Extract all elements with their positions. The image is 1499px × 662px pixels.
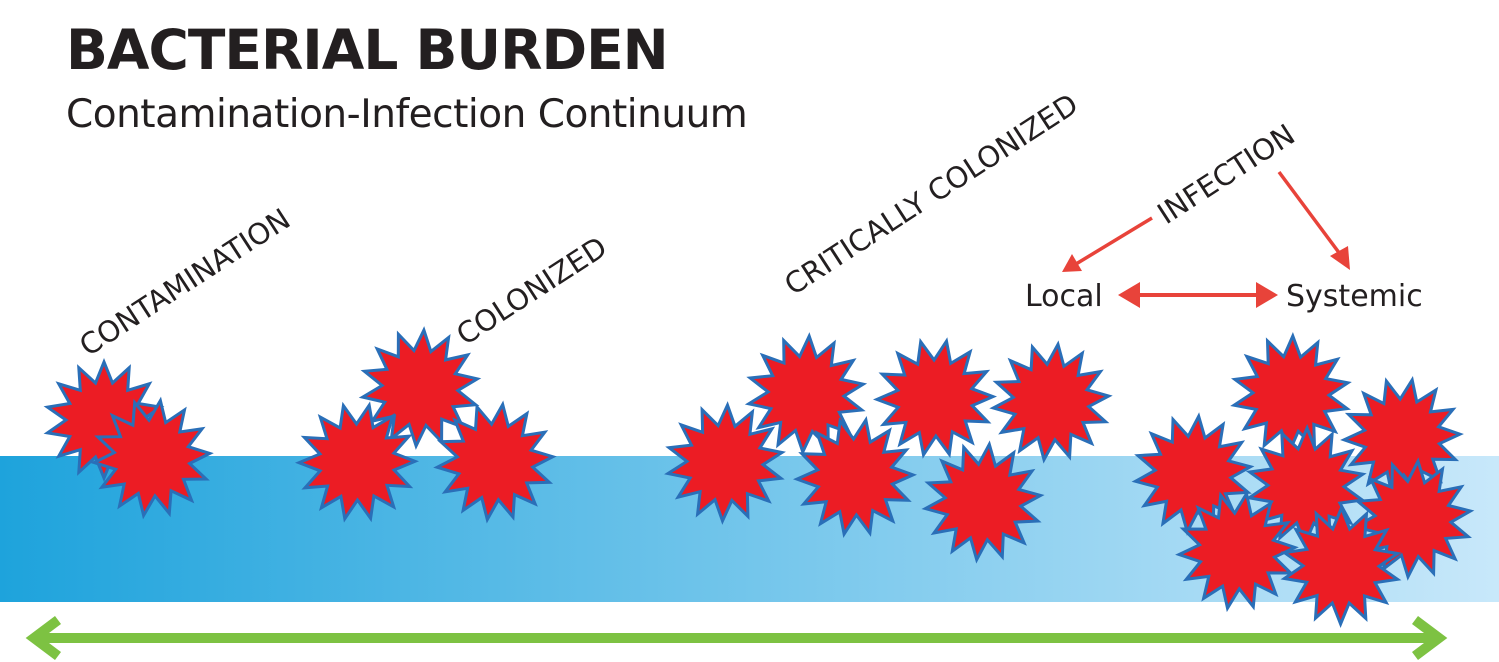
arrowhead-systemic [1330,246,1350,270]
bacterium-starburst [433,400,557,524]
arrowhead-toward-local [1118,282,1140,308]
bacterium-starburst [744,332,868,456]
arrowhead-toward-systemic [1256,282,1278,308]
bacterium-starburst [989,340,1113,464]
bacteria-layer [43,326,1475,629]
bacterium-starburst [90,396,214,520]
diagram-title: BACTERIAL BURDEN [66,18,669,82]
bacterium-starburst [1351,457,1475,581]
stage-label-contamination: CONTAMINATION [73,202,296,363]
continuum-arrowhead-left [25,616,61,660]
bacterium-starburst [1280,503,1402,629]
bacterium-starburst [921,440,1045,564]
stage-label-critically-colonized: CRITICALLY COLONIZED [778,87,1084,302]
bacterium-starburst [294,401,420,523]
bacterium-starburst [872,337,998,459]
continuum-arrowhead-right [1412,616,1448,660]
arrow-infection-to-systemic [1277,170,1342,256]
infection-systemic-label: Systemic [1286,279,1423,314]
bacterium-starburst [792,416,918,538]
stage-label-colonized: COLONIZED [450,230,613,352]
infection-local-label: Local [1025,279,1103,314]
infection-arrows [1062,170,1350,308]
arrow-infection-to-local [1075,216,1153,266]
bacterium-starburst [1175,489,1299,613]
diagram-subtitle: Contamination-Infection Continuum [66,92,748,137]
arrowhead-local [1062,254,1082,272]
bacterium-starburst [358,326,482,450]
bacterium-starburst [664,401,786,525]
continuum-arrow [25,616,1448,660]
